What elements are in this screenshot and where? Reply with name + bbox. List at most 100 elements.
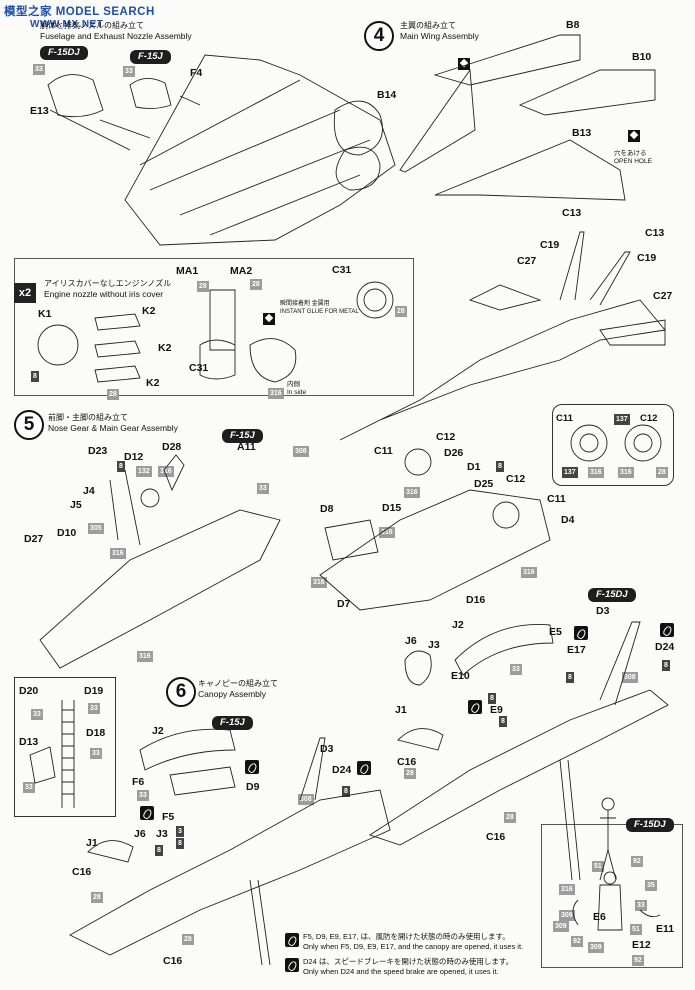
part-number: 8 bbox=[155, 845, 163, 856]
vertical-tail-illustration bbox=[559, 231, 631, 306]
part-label: E13 bbox=[30, 105, 49, 117]
part-label: F6 bbox=[132, 776, 145, 788]
part-number: 316 bbox=[110, 548, 126, 559]
part-label: C16 bbox=[486, 831, 506, 843]
nose-gear-strut-illustration bbox=[109, 469, 141, 546]
step4-title-en: Main Wing Assembly bbox=[400, 31, 479, 41]
part-number: 308 bbox=[622, 672, 638, 683]
part-label: J4 bbox=[83, 485, 95, 497]
part-label: C16 bbox=[397, 756, 417, 768]
drill-hole-icon bbox=[628, 130, 640, 142]
inside-note: 内側 In side bbox=[287, 381, 306, 397]
part-number: 8 bbox=[566, 672, 574, 683]
part-number: 33 bbox=[137, 790, 149, 801]
part-label: C16 bbox=[72, 866, 92, 878]
part-label: D19 bbox=[84, 685, 104, 697]
part-label: J6 bbox=[405, 635, 417, 647]
part-label: E11 bbox=[656, 923, 675, 935]
part-number: 33 bbox=[31, 709, 43, 720]
part-label: D13 bbox=[19, 736, 39, 748]
open-hole-en: OPEN HOLE bbox=[614, 158, 652, 165]
dj-tail-illustration bbox=[599, 621, 641, 706]
part-number: 316 bbox=[588, 467, 604, 478]
part-label: D4 bbox=[561, 514, 575, 526]
tail-fin-illustration bbox=[299, 737, 326, 801]
part-label: C12 bbox=[640, 413, 658, 424]
step5-number: 5 bbox=[14, 410, 44, 440]
part-label: C13 bbox=[645, 227, 665, 239]
part-label: B8 bbox=[566, 19, 580, 31]
wheel-detail-box bbox=[552, 404, 674, 486]
part-number: 309 bbox=[588, 942, 604, 953]
part-label: A11 bbox=[237, 441, 256, 453]
part-number: 8 bbox=[662, 660, 670, 671]
part-number: 8 bbox=[499, 716, 507, 727]
part-label: E10 bbox=[451, 670, 470, 682]
part-label: J6 bbox=[134, 828, 146, 840]
part-number: 137 bbox=[614, 414, 630, 425]
part-number: 316 bbox=[404, 487, 420, 498]
step4-title: 主翼の組み立て Main Wing Assembly bbox=[400, 20, 479, 42]
part-number: 92 bbox=[632, 955, 644, 966]
wing-b10-illustration bbox=[518, 69, 656, 116]
part-number: 33 bbox=[510, 664, 522, 675]
part-number: 92 bbox=[631, 856, 643, 867]
aircraft-single-seat-illustration bbox=[69, 789, 391, 956]
part-label: C12 bbox=[436, 431, 456, 443]
paint-icon bbox=[245, 760, 259, 774]
part-number: 316 bbox=[311, 577, 327, 588]
paint-icon bbox=[285, 933, 299, 947]
part-label: J2 bbox=[152, 725, 164, 737]
part-number: 8 bbox=[176, 838, 184, 849]
part-label: E17 bbox=[567, 644, 586, 656]
nozzle-title-jp: アイリスカバーなしエンジンノズル bbox=[44, 279, 172, 288]
quantity-badge: x2 bbox=[14, 283, 36, 303]
part-label: D25 bbox=[474, 478, 494, 490]
part-number: 3 bbox=[176, 826, 184, 837]
part-label: C11 bbox=[547, 493, 566, 505]
part-label: F5 bbox=[162, 811, 175, 823]
metal-glue-en: INSTANT GLUE FOR METAL bbox=[280, 309, 359, 315]
part-number: 8 bbox=[31, 371, 39, 382]
part-label: D24 bbox=[332, 764, 352, 776]
part-number: 316 bbox=[268, 388, 284, 399]
note-2: D24 は、スピードブレーキを開けた状態の時のみ使用します。 Only when… bbox=[303, 957, 513, 976]
part-number: 51 bbox=[592, 861, 604, 872]
watermark-url: WWW.MX.NET bbox=[30, 19, 104, 30]
part-number: 28 bbox=[250, 279, 262, 290]
part-number: 33 bbox=[635, 900, 647, 911]
part-label: B13 bbox=[572, 127, 592, 139]
canopy-dj-illustration bbox=[454, 624, 554, 676]
part-label: C11 bbox=[556, 413, 573, 424]
dj-seated-figure-illustration bbox=[404, 650, 432, 686]
step5-title: 前脚・主脚の組み立て Nose Gear & Main Gear Assembl… bbox=[48, 412, 178, 434]
part-number: 316 bbox=[379, 527, 395, 538]
canopy-j1-illustration bbox=[87, 840, 134, 863]
part-label: D27 bbox=[24, 533, 44, 545]
part-label: D9 bbox=[246, 781, 260, 793]
part-label: K2 bbox=[142, 305, 156, 317]
part-label: C31 bbox=[332, 264, 352, 276]
fuselage-illustration bbox=[124, 54, 396, 246]
part-number: 33 bbox=[123, 66, 135, 77]
part-label: D12 bbox=[124, 451, 144, 463]
ladder-side-illustration bbox=[249, 879, 271, 966]
part-label: D10 bbox=[57, 527, 77, 539]
nozzle-parts-illustration bbox=[199, 289, 297, 383]
wing-b8-illustration bbox=[433, 34, 581, 86]
part-label: E9 bbox=[490, 704, 503, 716]
part-label: C12 bbox=[506, 473, 526, 485]
main-wheel-illustration bbox=[404, 448, 432, 476]
note-1: F5, D9, E9, E17, は、風防を開けた状態の時のみ使用します。 On… bbox=[303, 932, 523, 951]
part-number: 8 bbox=[342, 786, 350, 797]
part-number: 305 bbox=[88, 523, 104, 534]
aircraft-top-illustration bbox=[339, 299, 666, 441]
aircraft-two-seat-illustration bbox=[368, 689, 669, 846]
part-number: 28 bbox=[656, 467, 668, 478]
exhaust-nozzle-illustration bbox=[333, 100, 383, 191]
metal-glue-jp: 瞬間接着剤 金属用 bbox=[280, 301, 330, 307]
paint-icon bbox=[357, 761, 371, 775]
dj-ladder-illustration bbox=[559, 759, 581, 881]
